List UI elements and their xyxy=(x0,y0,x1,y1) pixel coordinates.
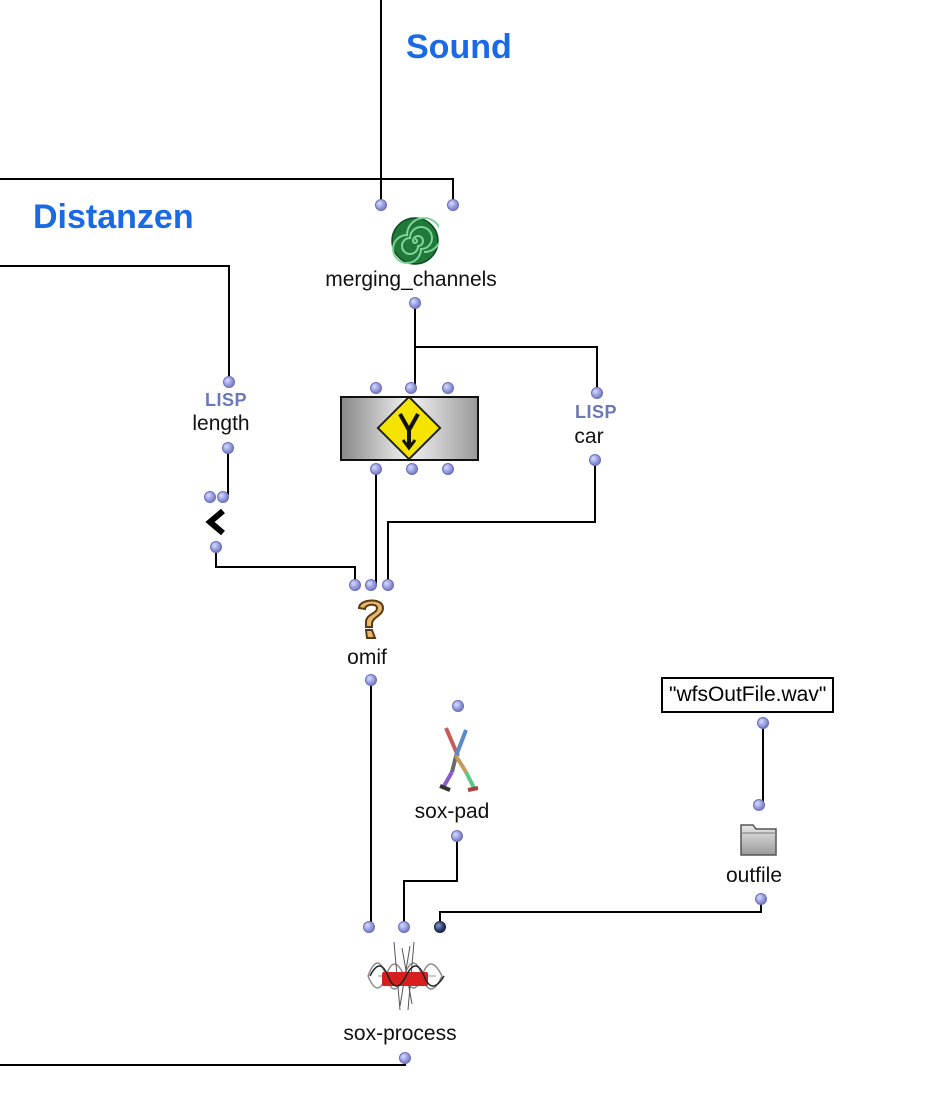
waveform-icon xyxy=(367,941,445,1011)
omif-input-1[interactable] xyxy=(349,579,361,591)
omif-box[interactable] xyxy=(353,596,389,640)
split-box[interactable] xyxy=(340,395,479,461)
sox-process-input-3[interactable] xyxy=(434,921,446,933)
omif-input-3[interactable] xyxy=(382,579,394,591)
folder-icon xyxy=(740,824,777,856)
sox-process-input-1[interactable] xyxy=(363,921,375,933)
length-lisp-tag: LISP xyxy=(204,390,248,410)
spiral-icon xyxy=(391,217,442,265)
car-input[interactable] xyxy=(591,387,603,399)
wire-soxprocess-out xyxy=(0,1058,406,1066)
merging-channels-output[interactable] xyxy=(409,297,421,309)
outfile-output[interactable] xyxy=(755,893,767,905)
less-output[interactable] xyxy=(210,541,222,553)
less-than-icon xyxy=(205,508,225,536)
split-input-2[interactable] xyxy=(405,382,417,394)
omif-output[interactable] xyxy=(365,674,377,686)
car-label[interactable]: car xyxy=(574,425,604,448)
omif-label: omif xyxy=(347,646,387,669)
outfile-box[interactable] xyxy=(738,817,780,859)
sox-process-output[interactable] xyxy=(399,1052,411,1064)
length-label[interactable]: length xyxy=(192,412,250,435)
sox-pad-icon xyxy=(439,727,479,792)
split-output-3[interactable] xyxy=(442,463,454,475)
split-output-1[interactable] xyxy=(370,463,382,475)
sox-process-box[interactable] xyxy=(364,940,448,1012)
car-output[interactable] xyxy=(589,454,601,466)
sox-process-label: sox-process xyxy=(343,1022,457,1045)
wire-soxpad-to-soxprocess xyxy=(403,836,458,927)
outfile-string-output[interactable] xyxy=(757,717,769,729)
question-mark-icon xyxy=(357,599,385,639)
merging-channels-label: merging_channels xyxy=(325,268,497,291)
sox-pad-output[interactable] xyxy=(451,830,463,842)
outfile-string-box[interactable]: "wfsOutFile.wav" xyxy=(661,677,835,713)
merging-channels-box[interactable] xyxy=(391,217,442,265)
comment-distanzen: Distanzen xyxy=(33,198,194,236)
split-input-1[interactable] xyxy=(370,382,382,394)
merge-sign-icon xyxy=(376,395,442,461)
wire-outfile-to-soxprocess xyxy=(439,899,762,927)
outfile-label: outfile xyxy=(725,864,783,887)
comment-sound: Sound xyxy=(406,28,512,66)
merging-channels-input-2[interactable] xyxy=(447,199,459,211)
less-than-box[interactable] xyxy=(203,508,229,536)
sox-pad-input[interactable] xyxy=(452,700,464,712)
outfile-input[interactable] xyxy=(753,799,765,811)
wire-left-to-length xyxy=(0,265,230,382)
split-output-2[interactable] xyxy=(406,463,418,475)
merging-channels-input-1[interactable] xyxy=(375,199,387,211)
less-input-1[interactable] xyxy=(204,491,216,503)
omif-input-2[interactable] xyxy=(365,579,377,591)
length-output[interactable] xyxy=(222,442,234,454)
split-input-3[interactable] xyxy=(442,382,454,394)
sox-process-input-2[interactable] xyxy=(398,921,410,933)
wire-car-to-omif xyxy=(387,460,596,585)
length-input[interactable] xyxy=(223,376,235,388)
car-lisp-tag: LISP xyxy=(574,402,618,422)
less-input-2[interactable] xyxy=(217,491,229,503)
sox-pad-label: sox-pad xyxy=(414,800,490,823)
wire-less-to-omif xyxy=(215,547,356,585)
sox-pad-box[interactable] xyxy=(436,726,480,794)
